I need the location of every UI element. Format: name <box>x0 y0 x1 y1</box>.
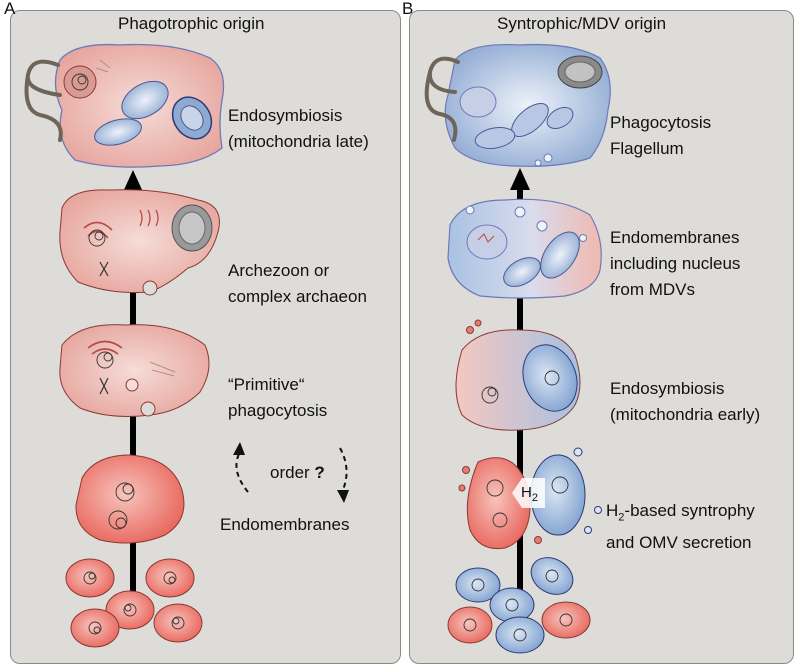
panel-b-stage-3-label: Endosymbiosis(mitochondria early) <box>610 379 761 424</box>
panel-b-cell-mdv <box>447 198 602 299</box>
panel-b-cluster-dna <box>463 569 573 642</box>
panel-a-stage-3-label: “Primitive“phagocytosis <box>228 375 328 420</box>
h2-label: H2 <box>521 484 538 504</box>
panel-a-cell-primitive-phagocyte <box>59 324 210 417</box>
panel-a-stage-1-label: Endosymbiosis(mitochondria late) <box>228 106 369 151</box>
order-arrow-up-icon <box>233 442 245 455</box>
panel-b-letter: B <box>402 0 414 18</box>
order-arrow-down-icon <box>337 490 349 503</box>
panel-a-endomembranes-label: Endomembranes <box>220 515 350 534</box>
panel-a-cell-eukaryote <box>24 43 225 168</box>
panel-b-cell-endosymbiosis <box>455 319 581 431</box>
order-question-mark: ? <box>314 463 325 482</box>
panel-b-syntrophy-pair <box>458 447 602 550</box>
panel-b-title: Syntrophic/MDV origin <box>497 14 667 33</box>
panel-a-cell-archaeon <box>75 454 185 544</box>
panel-a-order-arrows <box>235 447 348 493</box>
panel-a-cell-archezoon <box>59 189 220 296</box>
panel-a-order-label: order ? <box>270 463 325 482</box>
panel-a-title: Phagotrophic origin <box>118 14 265 33</box>
panel-a-letter: A <box>4 0 16 18</box>
panel-b-prokaryote-cluster <box>447 557 591 654</box>
panel-b-syntrophy-label: H2-based syntrophy and OMV secretion <box>606 501 755 553</box>
panel-a-archaea-dna <box>83 571 185 635</box>
panel-b-cell-eukaryote <box>424 43 611 167</box>
